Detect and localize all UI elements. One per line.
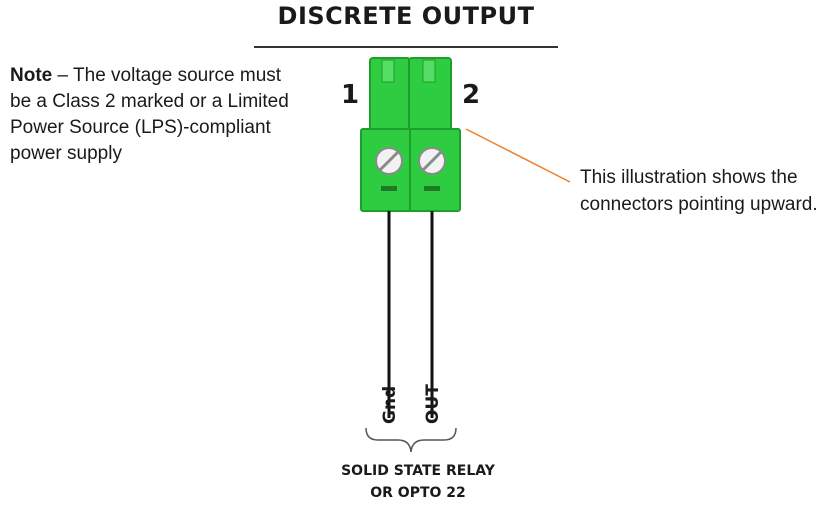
pin-label-2: 2 [462, 80, 481, 110]
note-text: – The voltage source must be a Class 2 m… [10, 65, 289, 164]
relay-caption: SOLID STATE RELAY OR OPTO 22 [318, 460, 518, 504]
plug-prongs [369, 57, 452, 133]
relay-caption-line-2: OR OPTO 22 [370, 485, 466, 501]
relay-caption-line-1: SOLID STATE RELAY [341, 463, 495, 479]
note-lead: Note [10, 65, 53, 86]
wire-label-out: OUT [423, 384, 443, 424]
pin-label-1: 1 [341, 80, 360, 110]
voltage-note: Note – The voltage source must be a Clas… [10, 63, 295, 167]
terminal-block [360, 128, 461, 212]
wire-label-gnd: Gnd [380, 386, 400, 424]
prong-1-tab [381, 59, 395, 83]
screw-2-slot [421, 150, 443, 172]
orientation-callout: This illustration shows the connectors p… [580, 167, 818, 215]
diagram-title: DISCRETE OUTPUT [277, 2, 535, 30]
title-underline [254, 46, 558, 48]
wire-slot-1 [381, 186, 397, 191]
prong-2-tab [422, 59, 436, 83]
grouping-brace [365, 427, 457, 453]
callout-leader-line [465, 128, 571, 183]
wire-slot-2 [424, 186, 440, 191]
screw-1-slot [378, 150, 400, 172]
